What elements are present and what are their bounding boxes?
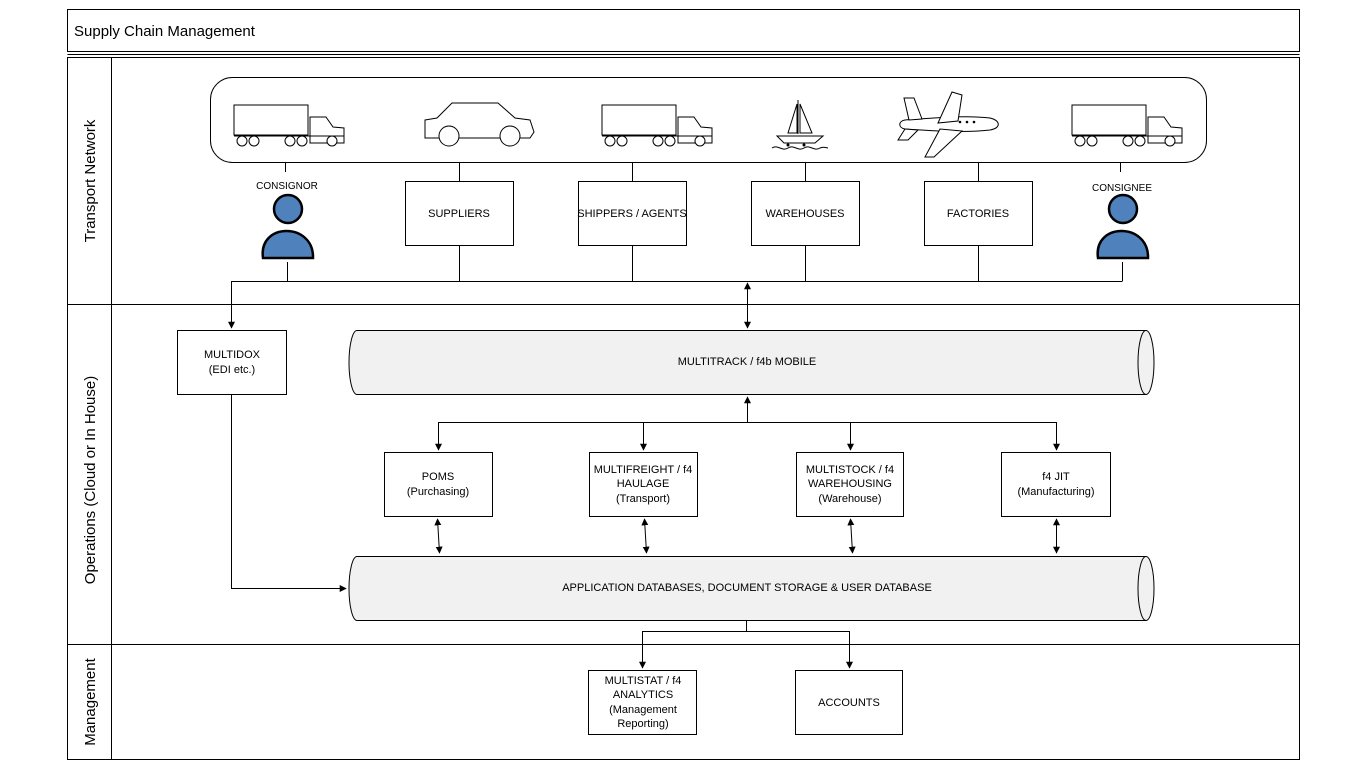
lane-label-transport: Transport Network [82,119,99,242]
multidox-box [177,330,287,395]
multistat-label-2: ANALYTICS [613,689,673,701]
poms-sublabel: (Purchasing) [407,486,469,498]
title-bar [67,9,1300,52]
multitrack-label: MULTITRACK / f4b MOBILE [678,356,817,368]
swimlane-frame [67,57,1300,760]
database-cylinder [348,556,1155,621]
suppliers-box [405,181,514,246]
shippers-label: SHIPPERS / AGENTS [577,208,686,220]
multidox-db-arrow [231,395,347,592]
consignee-person-icon [1096,193,1150,260]
multistock-sublabel: (Warehouse) [818,493,881,505]
factories-box [924,181,1033,246]
jit-sublabel: (Manufacturing) [1017,486,1094,498]
multistock-db-arrow [847,518,856,554]
multifreight-label: MULTIFREIGHT / f4 [594,464,693,476]
shippers-box [578,181,687,246]
consignee-label: CONSIGNEE [1092,183,1152,194]
poms-db-arrow [434,518,443,554]
multistat-label: MULTISTAT / f4 [605,675,682,687]
page-title: Supply Chain Management [74,23,256,40]
multistat-sublabel: (Management [609,704,677,716]
multistat-box [588,670,697,735]
multistock-label-2: WAREHOUSING [808,478,892,490]
multistock-label: MULTISTOCK / f4 [806,464,894,476]
lane-label-management: Management [82,657,99,745]
vehicle-strip [210,77,1207,163]
sailboat-icon [771,100,829,150]
warehouses-label: WAREHOUSES [765,208,844,220]
multitrack-cylinder [348,330,1155,395]
airplane-icon [897,91,999,158]
multistat-sublabel-2: Reporting) [617,718,668,730]
warehouses-box [751,181,860,246]
multidox-sublabel: (EDI etc.) [209,364,255,376]
suppliers-label: SUPPLIERS [428,208,490,220]
database-label: APPLICATION DATABASES, DOCUMENT STORAGE … [562,582,932,594]
poms-label: POMS [422,471,454,483]
car-icon [424,102,535,147]
multifreight-label-2: HAULAGE [617,478,670,490]
accounts-label: ACCOUNTS [818,697,880,709]
jit-label: f4 JIT [1042,471,1070,483]
consignor-person-icon [261,193,315,260]
multifreight-db-arrow [641,518,650,554]
multifreight-sublabel: (Transport) [616,493,670,505]
multistock-box [796,452,904,517]
poms-box [384,452,493,517]
lane-label-operations: Operations (Cloud or In House) [82,376,99,584]
factories-label: FACTORIES [947,208,1009,220]
accounts-box [795,670,903,735]
jit-box [1001,452,1111,517]
multifreight-box [589,452,698,517]
multidox-label: MULTIDOX [204,349,261,361]
consignor-label: CONSIGNOR [256,181,318,192]
